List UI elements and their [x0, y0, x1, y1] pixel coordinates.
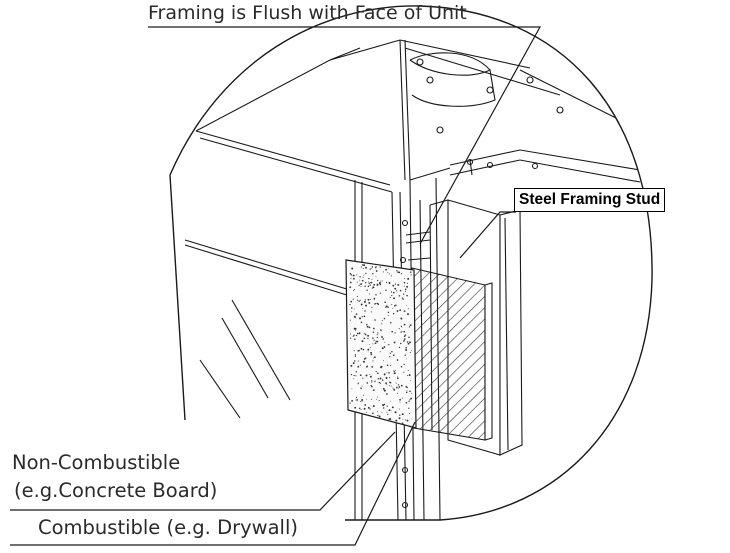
noncombustible-concrete-board — [345, 259, 417, 429]
glass-reflection-lines — [199, 299, 291, 419]
framing-flush-callout: Framing is Flush with Face of Unit — [148, 2, 467, 24]
leader-lines — [10, 26, 542, 546]
noncombustible-callout-line1: Non-Combustible — [12, 451, 181, 474]
unit-side-panel — [184, 180, 363, 520]
combustible-callout: Combustible (e.g. Drywall) — [38, 516, 298, 539]
steel-stud-callout: Steel Framing Stud — [514, 188, 666, 212]
header-frame — [449, 149, 641, 183]
combustible-drywall-board — [411, 267, 493, 441]
unit-top-panel — [195, 39, 621, 193]
detail-circle-outline — [169, 5, 653, 521]
noncombustible-callout-line2: (e.g.Concrete Board) — [14, 479, 218, 502]
duct-collar — [409, 52, 496, 107]
